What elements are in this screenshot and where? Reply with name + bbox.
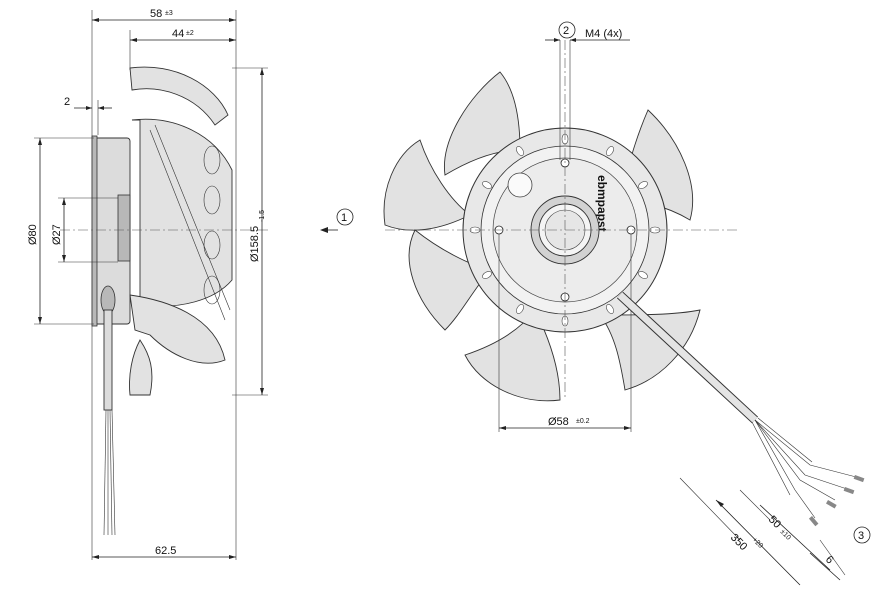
dim-depth-total-tol: ±3 [165,10,173,17]
dim-flange: 2 [64,96,70,108]
cable-dimensions [679,477,846,586]
rivet-ring [469,133,661,327]
callout-2: 2 [563,25,569,37]
label-disk [507,172,533,198]
dim-dia-fan-tol: -1.5 [259,210,266,222]
mounting-flange [91,135,98,327]
thread-label: M4 (4x) [585,28,622,40]
dim-depth-impeller-tol: ±2 [186,30,194,37]
callout-3-circle [853,526,871,544]
dim-bolt-circle-tol: ±0.2 [576,418,590,425]
side-view: 58 ±3 44 ±2 2 [27,8,268,560]
callout-1: 1 [341,212,347,224]
front-view: 1 [320,21,871,586]
dim-dia-hub: Ø27 [51,224,63,245]
blade-profile-top [129,66,229,126]
callout-1-circle [336,208,354,226]
dim-bolt-circle: Ø58 [548,416,569,428]
fan-blades [383,71,701,402]
dim-dia-fan: Ø158.5 [249,226,261,262]
dim-end-strip: 6 [823,554,836,567]
dim-strip-length-tol: ±10 [779,528,792,541]
dim-depth-total: 58 [150,8,162,20]
dim-cable-length: 350 [728,532,749,553]
dim-strip-length: 50 [766,514,783,531]
airflow-arrow [320,227,328,233]
dim-dia-motor: Ø80 [27,224,39,245]
callout-2-circle [558,21,576,39]
dim-length-bottom: 62.5 [155,545,176,557]
brand-label: ebmpapst [595,175,609,232]
dim-cable-length-tol: +20 [751,536,764,549]
blade-profile-bottom [129,294,226,364]
dim-depth-impeller: 44 [172,28,184,40]
cable [616,291,865,527]
callout-3: 3 [858,530,864,542]
